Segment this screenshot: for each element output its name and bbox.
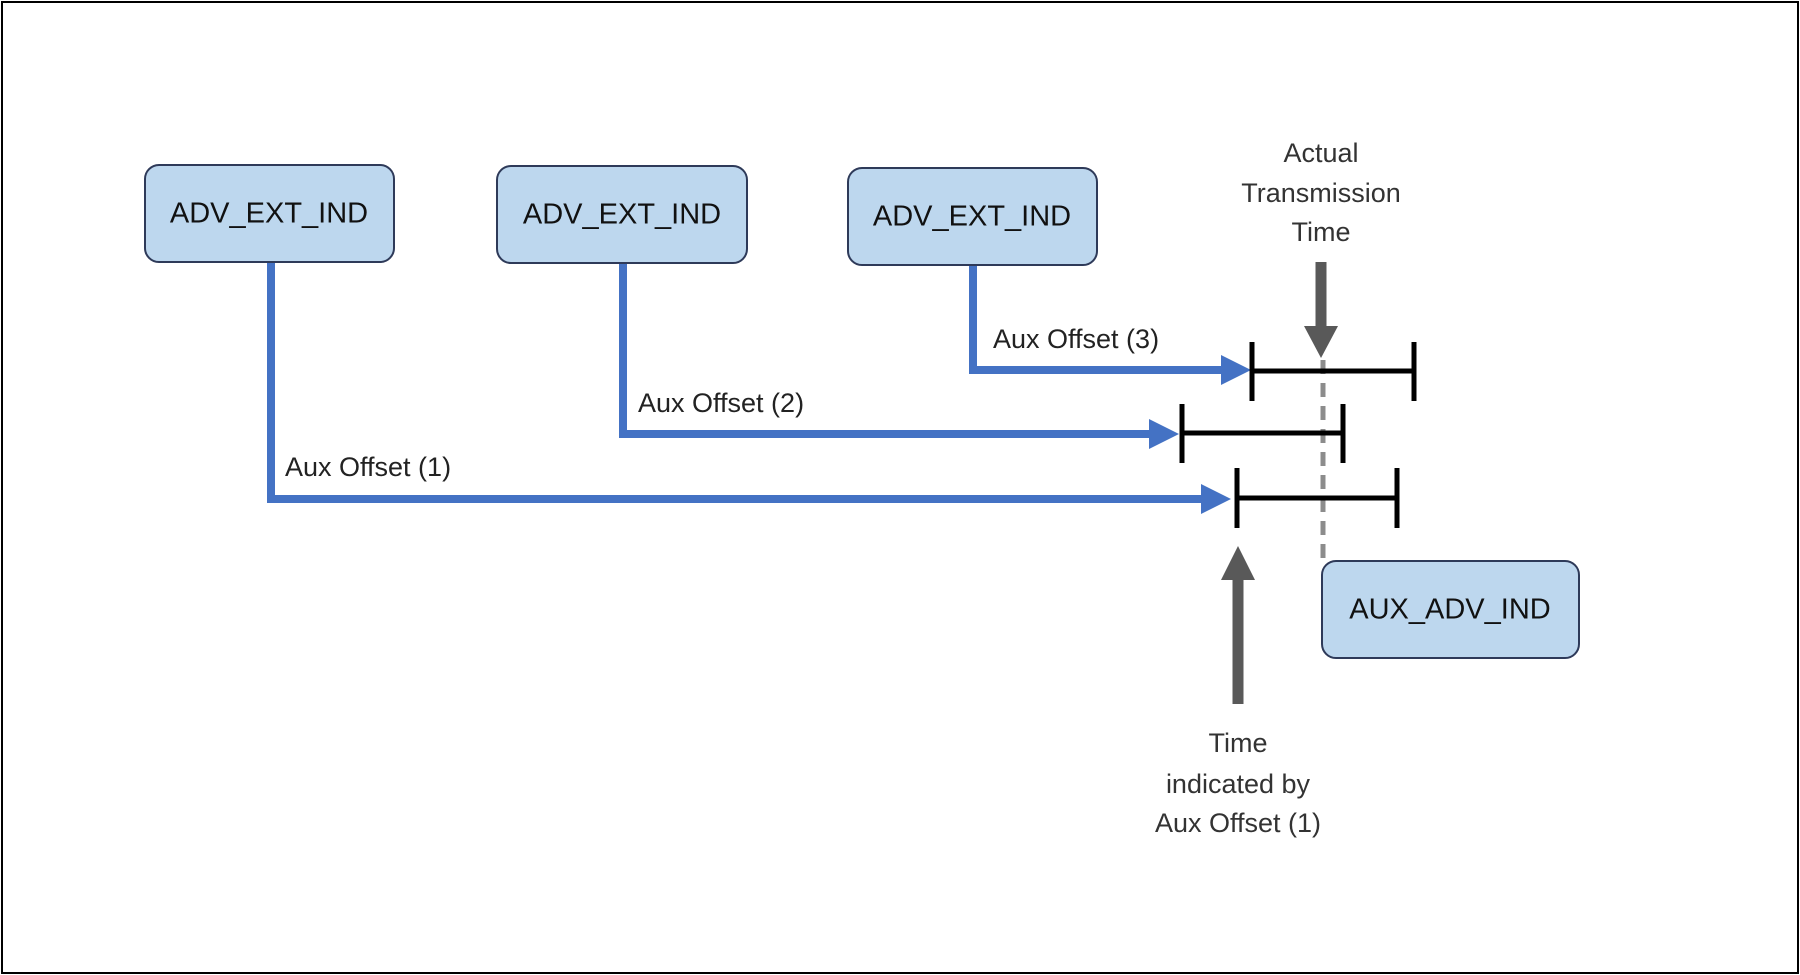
adv-ext-ind-box-2-label: ADV_EXT_IND xyxy=(523,199,721,231)
time-indicated-label: Time indicated by Aux Offset (1) xyxy=(1155,728,1321,838)
svg-text:Transmission: Transmission xyxy=(1241,178,1401,208)
aux-offset-1-arrow-line xyxy=(267,263,1203,503)
aux-offset-3-arrowhead xyxy=(1221,355,1251,385)
aux-adv-ind-box: AUX_ADV_IND xyxy=(1321,560,1580,659)
window-bar-3 xyxy=(1249,342,1417,401)
actual-transmission-time-label: Actual Transmission Time xyxy=(1241,138,1401,247)
aux-offset-3-label: Aux Offset (3) xyxy=(993,324,1159,354)
aux-offset-3-arrow-line xyxy=(969,265,1223,374)
actual-time-arrowhead xyxy=(1304,326,1338,358)
window-bar-1 xyxy=(1234,468,1400,528)
aux-offset-2-arrowhead xyxy=(1149,419,1179,449)
svg-text:Aux Offset (1): Aux Offset (1) xyxy=(1155,808,1321,838)
svg-text:Time: Time xyxy=(1209,728,1268,758)
svg-text:Actual: Actual xyxy=(1283,138,1358,168)
aux-offset-1-arrowhead xyxy=(1201,484,1231,514)
aux-adv-ind-box-label: AUX_ADV_IND xyxy=(1349,594,1550,626)
adv-ext-ind-box-1: ADV_EXT_IND xyxy=(144,164,395,263)
aux-offset-2-label: Aux Offset (2) xyxy=(638,388,804,418)
adv-ext-ind-box-3: ADV_EXT_IND xyxy=(847,167,1098,266)
adv-ext-ind-box-2: ADV_EXT_IND xyxy=(496,165,748,264)
indicated-time-arrowhead xyxy=(1221,546,1255,580)
aux-offset-2-arrow-line xyxy=(619,263,1151,438)
window-bar-2 xyxy=(1179,404,1346,463)
svg-text:Time: Time xyxy=(1292,217,1351,247)
svg-text:indicated by: indicated by xyxy=(1166,769,1311,799)
adv-ext-ind-box-3-label: ADV_EXT_IND xyxy=(873,201,1071,233)
adv-ext-ind-box-1-label: ADV_EXT_IND xyxy=(170,198,368,230)
aux-offset-1-label: Aux Offset (1) xyxy=(285,452,451,482)
